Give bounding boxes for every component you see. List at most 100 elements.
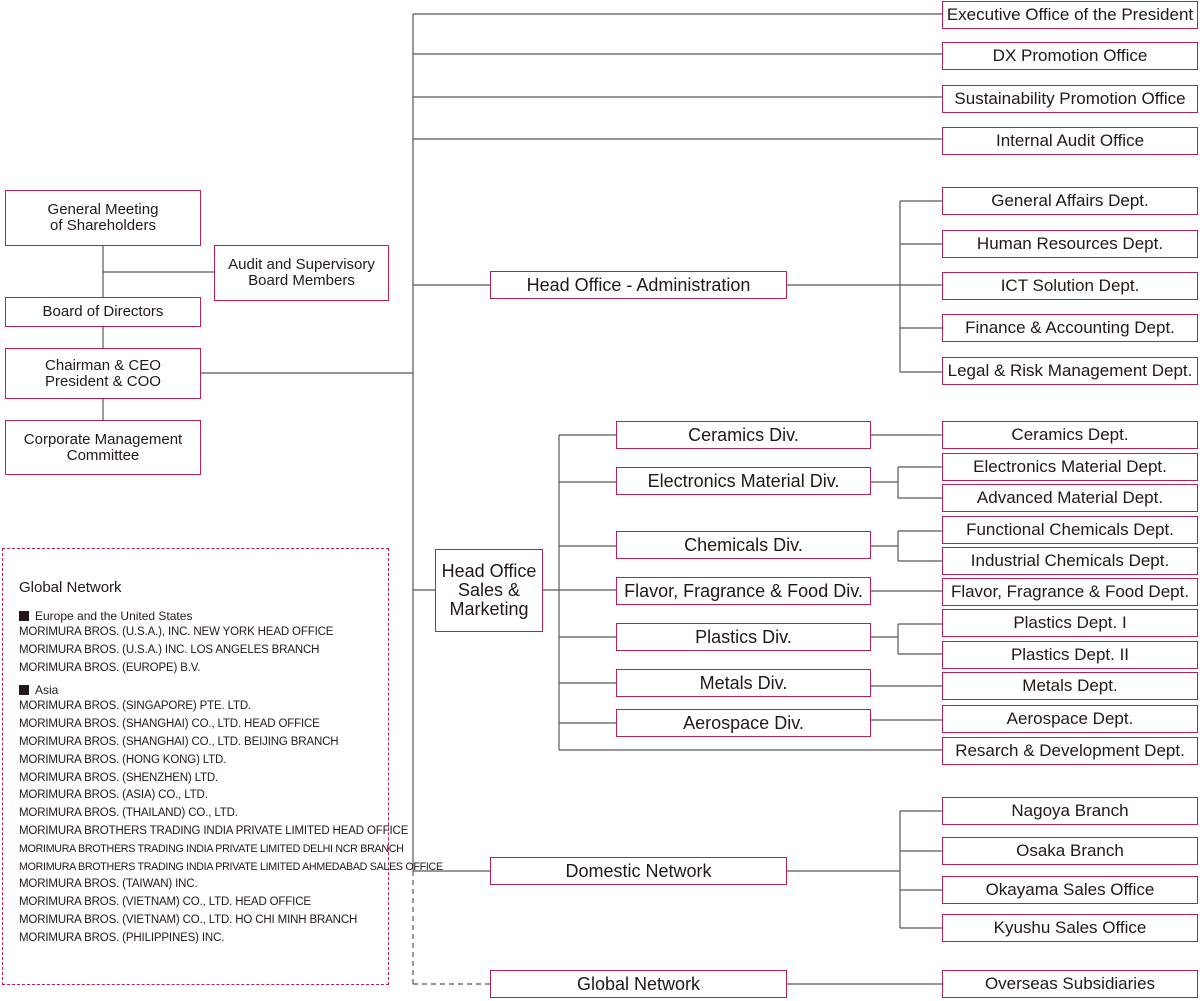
legend-region-name: Europe and the United States [35,608,193,623]
sales-dept-box: Flavor, Fragrance & Food Dept. [942,578,1198,606]
legend-entry: MORIMURA BROS. (VIETNAM) CO., LTD. HEAD … [19,896,311,909]
legend-title: Global Network [19,579,122,596]
board-of-directors-label: Board of Directors [42,303,164,321]
division-label: Flavor, Fragrance & Food Div. [624,580,863,601]
branch-label: Osaka Branch [1016,841,1124,861]
head-office-sales-box: Head Office Sales & Marketing [435,549,543,632]
legend-entry: MORIMURA BROS. (HONG KONG) LTD. [19,753,227,766]
division-label: Metals Div. [699,672,788,693]
division-box: Aerospace Div. [616,709,871,737]
division-box: Plastics Div. [616,623,871,651]
division-label: Ceramics Div. [688,424,799,445]
global-network-box: Global Network [490,970,787,998]
overseas-subsidiaries-label: Overseas Subsidiaries [984,974,1156,994]
legend-entry: MORIMURA BROS. (U.S.A.), INC. NEW YORK H… [19,626,334,638]
sales-dept-box: Advanced Material Dept. [942,484,1198,512]
legend-entry: MORIMURA BROTHERS TRADING INDIA PRIVATE … [19,842,404,855]
audit-board-label: Audit and Supervisory Board Members [228,256,375,289]
admin-dept-label: General Affairs Dept. [991,191,1149,211]
internal-audit-office-box: Internal Audit Office [942,127,1198,155]
legend-entry: MORIMURA BROS. (SHENZHEN) LTD. [19,771,219,784]
legend-entry: MORIMURA BROTHERS TRADING INDIA PRIVATE … [19,824,409,837]
management-committee-label: Corporate Management Committee [23,430,183,464]
admin-dept-box: Human Resources Dept. [942,230,1198,258]
board-of-directors-box: Board of Directors [5,297,201,327]
legend-entry: MORIMURA BROS. (SINGAPORE) PTE. LTD. [19,700,252,713]
sales-dept-box: Industrial Chemicals Dept. [942,547,1198,575]
division-label: Chemicals Div. [684,534,803,555]
overseas-subsidiaries-box: Overseas Subsidiaries [942,970,1198,998]
executive-office-label: Executive Office of the President [946,5,1194,25]
ceo-box: Chairman & CEO President & COO [5,348,201,399]
sales-dept-label: Industrial Chemicals Dept. [970,551,1170,571]
legend-entry: MORIMURA BROS. (THAILAND) CO., LTD. [19,807,238,820]
legend-entry: MORIMURA BROS. (TAIWAN) INC. [19,878,198,891]
branch-label: Kyushu Sales Office [993,918,1147,938]
head-office-sales-label: Head Office Sales & Marketing [441,561,537,619]
internal-audit-office-label: Internal Audit Office [995,131,1145,151]
legend-region-heading: Europe and the United States [19,607,388,624]
sales-dept-box: Resarch & Development Dept. [942,737,1198,765]
admin-dept-box: ICT Solution Dept. [942,272,1198,300]
sales-dept-box: Plastics Dept. I [942,609,1198,637]
division-box: Electronics Material Div. [616,467,871,495]
legend-entry: MORIMURA BROS. (ASIA) CO., LTD. [19,789,208,802]
audit-board-box: Audit and Supervisory Board Members [214,245,389,301]
legend-entry: MORIMURA BROS. (VIETNAM) CO., LTD. HO CH… [19,913,358,926]
legend-region-heading: Asia [19,681,388,698]
sales-dept-label: Advanced Material Dept. [976,488,1164,508]
sustainability-office-box: Sustainability Promotion Office [942,85,1198,113]
square-bullet-icon [19,684,29,695]
executive-office-box: Executive Office of the President [942,1,1198,29]
sales-dept-label: Flavor, Fragrance & Food Dept. [950,582,1190,602]
branch-box: Kyushu Sales Office [942,914,1198,942]
branch-box: Osaka Branch [942,837,1198,865]
dx-office-box: DX Promotion Office [942,42,1198,70]
admin-dept-box: General Affairs Dept. [942,187,1198,215]
legend-region-name: Asia [35,682,59,697]
division-label: Plastics Div. [695,626,792,647]
sales-dept-box: Aerospace Dept. [942,705,1198,733]
legend-entry: MORIMURA BROS. (SHANGHAI) CO., LTD. HEAD… [19,718,320,731]
sales-dept-label: Aerospace Dept. [1006,709,1134,729]
sales-dept-label: Ceramics Dept. [1011,425,1129,445]
division-label: Electronics Material Div. [647,470,840,491]
domestic-network-box: Domestic Network [490,857,787,885]
sales-dept-label: Plastics Dept. I [1013,613,1127,633]
head-office-admin-box: Head Office - Administration [490,271,787,299]
legend-entry: MORIMURA BROTHERS TRADING INDIA PRIVATE … [19,860,443,873]
legend-entry: MORIMURA BROS. (SHANGHAI) CO., LTD. BEIJ… [19,735,339,748]
shareholders-label: General Meeting of Shareholders [47,201,159,234]
domestic-network-label: Domestic Network [565,860,712,881]
sales-dept-box: Functional Chemicals Dept. [942,516,1198,544]
dx-office-label: DX Promotion Office [992,46,1148,66]
legend-entry: MORIMURA BROS. (EUROPE) B.V. [19,661,201,674]
sales-dept-box: Metals Dept. [942,672,1198,700]
admin-dept-box: Finance & Accounting Dept. [942,314,1198,342]
sales-dept-label: Electronics Material Dept. [973,457,1167,477]
division-box: Metals Div. [616,669,871,697]
sales-dept-label: Functional Chemicals Dept. [966,520,1174,540]
admin-dept-label: Finance & Accounting Dept. [965,318,1175,338]
division-box: Chemicals Div. [616,531,871,559]
legend-entry: MORIMURA BROS. (PHILIPPINES) INC. [19,931,225,944]
sales-dept-box: Plastics Dept. II [942,641,1198,669]
branch-box: Nagoya Branch [942,797,1198,825]
division-box: Ceramics Div. [616,421,871,449]
shareholders-box: General Meeting of Shareholders [5,190,201,246]
branch-box: Okayama Sales Office [942,876,1198,904]
division-label: Aerospace Div. [683,712,804,733]
sustainability-office-label: Sustainability Promotion Office [954,89,1186,109]
sales-dept-box: Electronics Material Dept. [942,453,1198,481]
square-bullet-icon [19,610,29,621]
sales-dept-box: Ceramics Dept. [942,421,1198,449]
ceo-label: Chairman & CEO President & COO [45,356,161,390]
admin-dept-label: Human Resources Dept. [976,234,1164,254]
management-committee-box: Corporate Management Committee [5,420,201,475]
sales-dept-label: Metals Dept. [1022,676,1118,696]
sales-dept-label: Resarch & Development Dept. [955,741,1185,761]
admin-dept-box: Legal & Risk Management Dept. [942,357,1198,385]
global-network-legend: Global Network Europe and the United Sta… [2,548,443,985]
